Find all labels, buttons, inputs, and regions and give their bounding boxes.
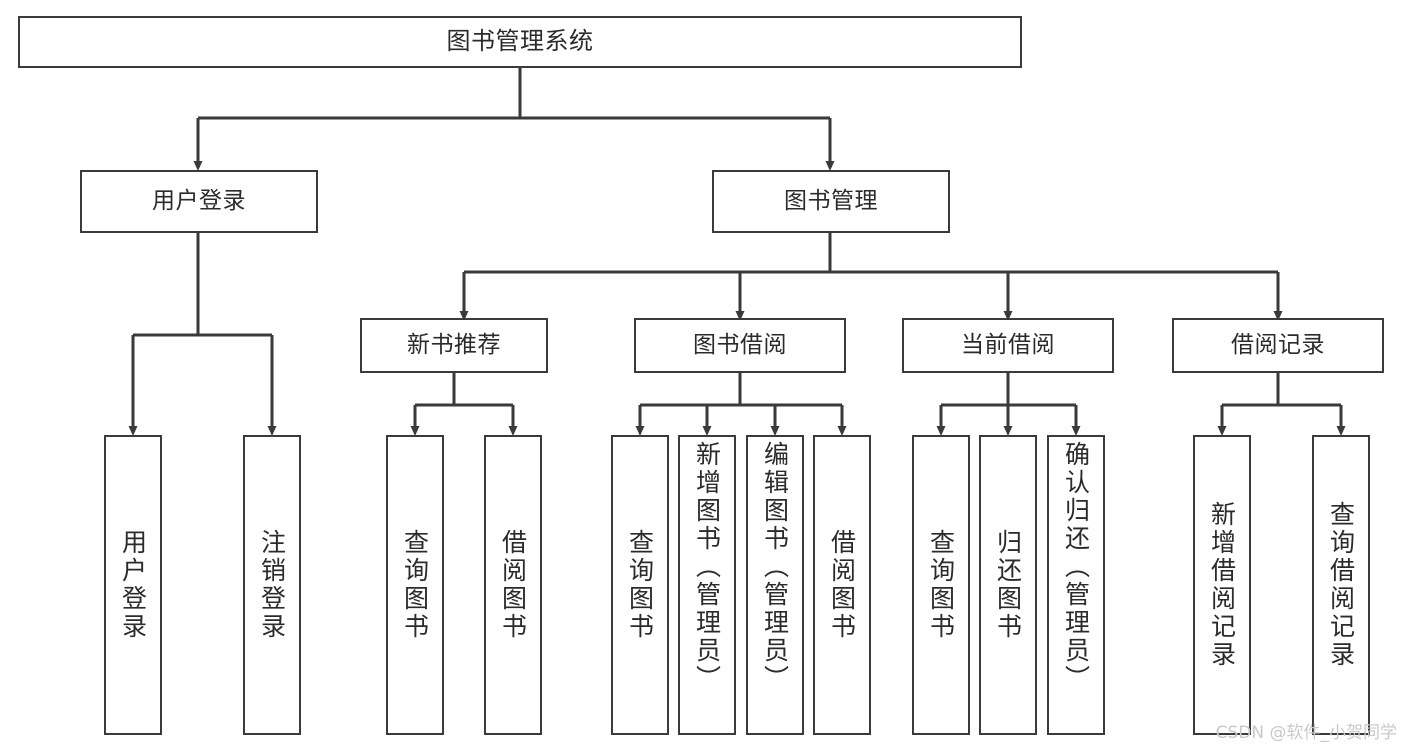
node-label: 新书推荐: [407, 332, 501, 359]
node-label: 图书管理: [784, 188, 878, 215]
node-leaf-add-book-admin[interactable]: 新增图书（管理员）: [678, 435, 736, 735]
node-label: 查询图书: [625, 529, 655, 641]
node-label: 注销登录: [257, 529, 287, 641]
node-label: 新增图书（管理员）: [692, 441, 722, 693]
node-label: 用户登录: [118, 529, 148, 641]
node-current-borrow[interactable]: 当前借阅: [902, 318, 1114, 373]
node-label: 查询图书: [926, 529, 956, 641]
node-leaf-edit-book-admin[interactable]: 编辑图书（管理员）: [746, 435, 804, 735]
node-label: 确认归还（管理员）: [1061, 441, 1091, 693]
node-leaf-query-borrow-record[interactable]: 查询借阅记录: [1312, 435, 1370, 735]
node-label: 新增借阅记录: [1207, 501, 1237, 669]
node-leaf-borrow-book-recommend[interactable]: 借阅图书: [484, 435, 542, 735]
node-label: 编辑图书（管理员）: [760, 441, 790, 693]
node-leaf-user-login[interactable]: 用户登录: [104, 435, 162, 735]
node-leaf-query-book-current[interactable]: 查询图书: [912, 435, 970, 735]
node-leaf-borrow-book[interactable]: 借阅图书: [813, 435, 871, 735]
node-label: 当前借阅: [961, 332, 1055, 359]
node-leaf-confirm-return-admin[interactable]: 确认归还（管理员）: [1047, 435, 1105, 735]
node-leaf-add-borrow-record[interactable]: 新增借阅记录: [1193, 435, 1251, 735]
node-user-login[interactable]: 用户登录: [80, 170, 318, 233]
node-label: 用户登录: [152, 188, 246, 215]
node-leaf-query-book-recommend[interactable]: 查询图书: [386, 435, 444, 735]
node-label: 借阅图书: [498, 529, 528, 641]
node-leaf-return-book[interactable]: 归还图书: [979, 435, 1037, 735]
node-label: 借阅图书: [827, 529, 857, 641]
node-label: 借阅记录: [1231, 332, 1325, 359]
node-label: 图书借阅: [693, 332, 787, 359]
csdn-watermark: CSDN @软件_小贺同学: [1215, 723, 1397, 743]
node-book-borrow[interactable]: 图书借阅: [634, 318, 846, 373]
node-leaf-query-book-borrow[interactable]: 查询图书: [611, 435, 669, 735]
node-label: 查询借阅记录: [1326, 501, 1356, 669]
node-borrow-record[interactable]: 借阅记录: [1172, 318, 1384, 373]
node-root-system[interactable]: 图书管理系统: [18, 16, 1022, 68]
node-label: 查询图书: [400, 529, 430, 641]
node-label: 图书管理系统: [446, 27, 594, 56]
node-leaf-logout[interactable]: 注销登录: [243, 435, 301, 735]
node-new-book-recommend[interactable]: 新书推荐: [360, 318, 548, 373]
node-book-manage[interactable]: 图书管理: [712, 170, 950, 233]
node-label: 归还图书: [993, 529, 1023, 641]
